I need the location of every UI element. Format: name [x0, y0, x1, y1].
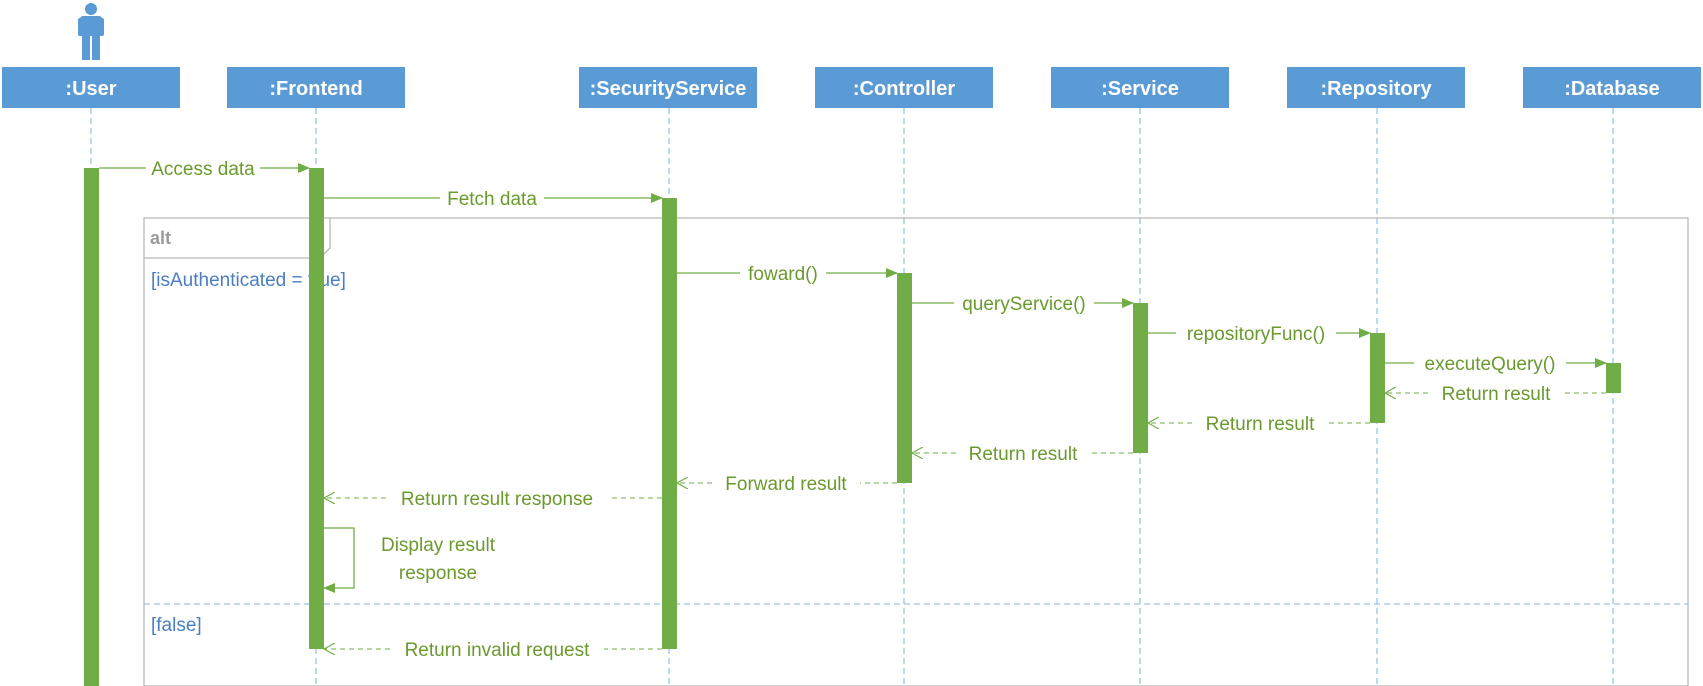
participant-user: :User	[2, 67, 180, 108]
participant-database: :Database	[1523, 67, 1701, 108]
message-return-result-db: Return result	[1385, 384, 1606, 405]
message-executequery: executeQuery()	[1385, 354, 1607, 375]
svg-text:Access data: Access data	[151, 159, 255, 180]
message-return-result-repo: Return result	[1148, 414, 1370, 435]
svg-text::User: :User	[65, 78, 116, 100]
activation-controller	[897, 273, 912, 483]
participant-headers: :User :Frontend :SecurityService :Contro…	[2, 67, 1701, 108]
participant-repository: :Repository	[1287, 67, 1465, 108]
svg-text::Database: :Database	[1564, 78, 1660, 100]
participant-service: :Service	[1051, 67, 1229, 108]
message-foward: foward()	[677, 264, 898, 285]
participant-securityservice: :SecurityService	[579, 67, 757, 108]
svg-text:Return result: Return result	[969, 444, 1078, 465]
person-icon	[78, 3, 104, 60]
activation-service	[1133, 303, 1148, 453]
svg-text::Repository: :Repository	[1320, 78, 1432, 100]
svg-text:Forward result: Forward result	[725, 474, 847, 495]
activation-bars	[84, 168, 1621, 686]
message-forward-result: Forward result	[677, 474, 897, 495]
alt-operator-label: alt	[150, 228, 171, 248]
alt-operator-tab	[144, 218, 331, 259]
message-return-result-response: Return result response	[324, 489, 662, 510]
messages: Access data Fetch data foward() querySer…	[99, 159, 1607, 661]
message-access-data: Access data	[99, 159, 310, 180]
svg-text:Return invalid request: Return invalid request	[405, 640, 591, 661]
svg-text:executeQuery(): executeQuery()	[1425, 354, 1556, 375]
guard-authenticated: [isAuthenticated = true]	[151, 270, 346, 291]
svg-text::Controller: :Controller	[853, 78, 955, 100]
activation-user	[84, 168, 99, 686]
message-fetch-data: Fetch data	[324, 189, 663, 210]
activation-database	[1606, 363, 1621, 393]
activation-frontend	[309, 168, 324, 649]
svg-text:queryService(): queryService()	[962, 294, 1086, 315]
participant-frontend: :Frontend	[227, 67, 405, 108]
svg-text:response: response	[399, 563, 477, 584]
svg-text:repositoryFunc(): repositoryFunc()	[1187, 324, 1325, 345]
message-return-invalid-request: Return invalid request	[324, 640, 662, 661]
svg-text:Return result: Return result	[1442, 384, 1551, 405]
participant-controller: :Controller	[815, 67, 993, 108]
activation-repository	[1370, 333, 1385, 423]
svg-text:Display result: Display result	[381, 535, 496, 556]
alt-frame	[143, 217, 1689, 686]
svg-text:Return result response: Return result response	[401, 489, 593, 510]
message-return-result-service: Return result	[912, 444, 1133, 465]
message-queryservice: queryService()	[912, 294, 1134, 315]
svg-text:Return result: Return result	[1206, 414, 1315, 435]
svg-text::Service: :Service	[1101, 78, 1179, 100]
svg-text::Frontend: :Frontend	[269, 78, 362, 100]
svg-text:Fetch data: Fetch data	[447, 189, 537, 210]
activation-securityservice	[662, 198, 677, 649]
guard-false: [false]	[151, 615, 202, 636]
svg-text::SecurityService: :SecurityService	[590, 78, 747, 100]
message-display-result-response: Display result response	[323, 527, 496, 593]
alt-fragment: alt [isAuthenticated = true] [false]	[143, 217, 1689, 686]
svg-text:foward(): foward()	[748, 264, 818, 285]
message-repositoryfunc: repositoryFunc()	[1148, 324, 1371, 345]
